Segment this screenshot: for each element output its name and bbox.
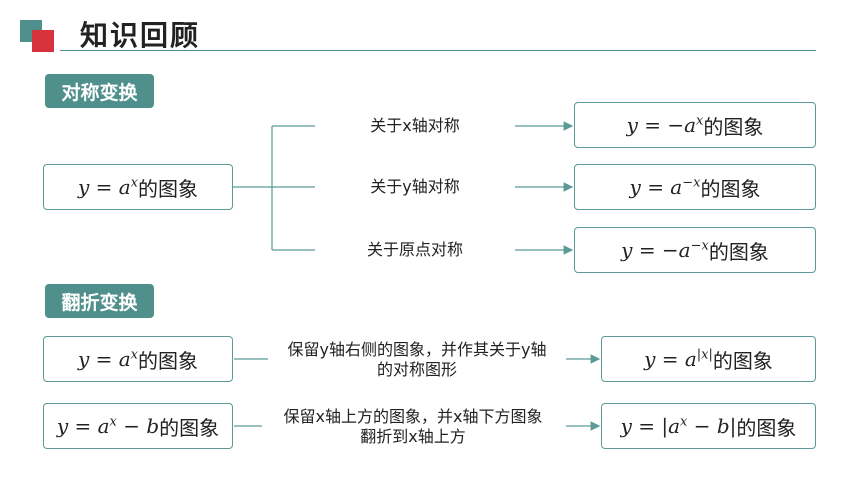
branch-label-origin: 关于原点对称 xyxy=(366,240,463,259)
page-title: 知识回顾 xyxy=(80,19,201,52)
flip-result-box-1: y = a|x|的图象 xyxy=(601,336,816,382)
branch-label-x-axis: 关于x轴对称 xyxy=(370,116,460,135)
section-flip-label: 翻折变换 xyxy=(45,284,154,318)
flip-result-box-2: y = |ax − b|的图象 xyxy=(601,403,816,449)
flip-label-2: 保留x轴上方的图象，并x轴下方图象翻折到x轴上方 xyxy=(283,407,543,446)
source-formula: y = ax xyxy=(77,175,139,199)
title-underline xyxy=(60,50,816,51)
section-symmetry-label: 对称变换 xyxy=(45,74,154,108)
branch-label-y-axis: 关于y轴对称 xyxy=(370,177,460,196)
flip-label-1: 保留y轴右侧的图象，并作其关于y轴的对称图形 xyxy=(287,340,547,379)
logo-square-red xyxy=(32,30,54,52)
